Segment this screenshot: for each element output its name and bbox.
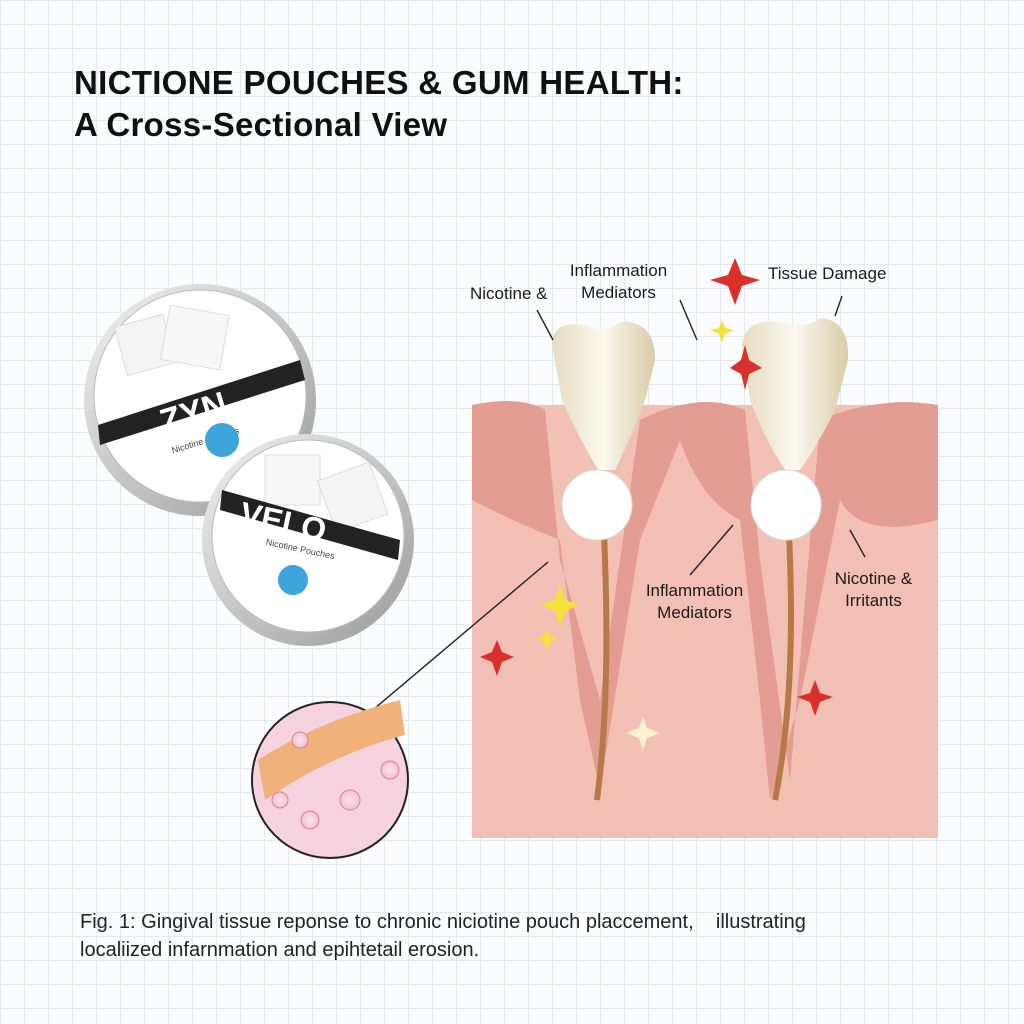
label-nicotine-irritants: Nicotine & Irritants [834, 569, 913, 610]
caption-line-1: Fig. 1: Gingival tissue reponse to chron… [80, 911, 806, 933]
title-line-2: A Cross-Sectional View [74, 106, 448, 143]
label-tissue-damage: Tissue Damage [768, 264, 887, 283]
label-mid-inflammation: Inflammation Mediators [645, 581, 744, 622]
title-line-1: NICTIONE POUCHES & GUM HEALTH: [74, 64, 684, 101]
velo-tin: VELO Nicotine Pouches [202, 434, 414, 646]
caption-line-2: localiized infarnmation and epihtetail e… [80, 939, 480, 961]
zyn-tin: ZYN Nicotine Pouches [84, 284, 316, 516]
label-top-nicotine: Nicotine & [470, 284, 548, 303]
label-top-inflammation: Inflammation Mediators [569, 261, 668, 302]
gum-cross-section [472, 318, 938, 838]
damage-star-icons [480, 258, 833, 750]
figure-caption: Fig. 1: Gingival tissue reponse to chron… [80, 908, 806, 964]
pointer-arrows [354, 295, 866, 726]
nicotine-pouch [561, 469, 633, 541]
tissue-magnified-inset [251, 700, 409, 859]
page-title: NICTIONE POUCHES & GUM HEALTH: A Cross-S… [74, 62, 684, 146]
nicotine-pouch [750, 469, 822, 541]
